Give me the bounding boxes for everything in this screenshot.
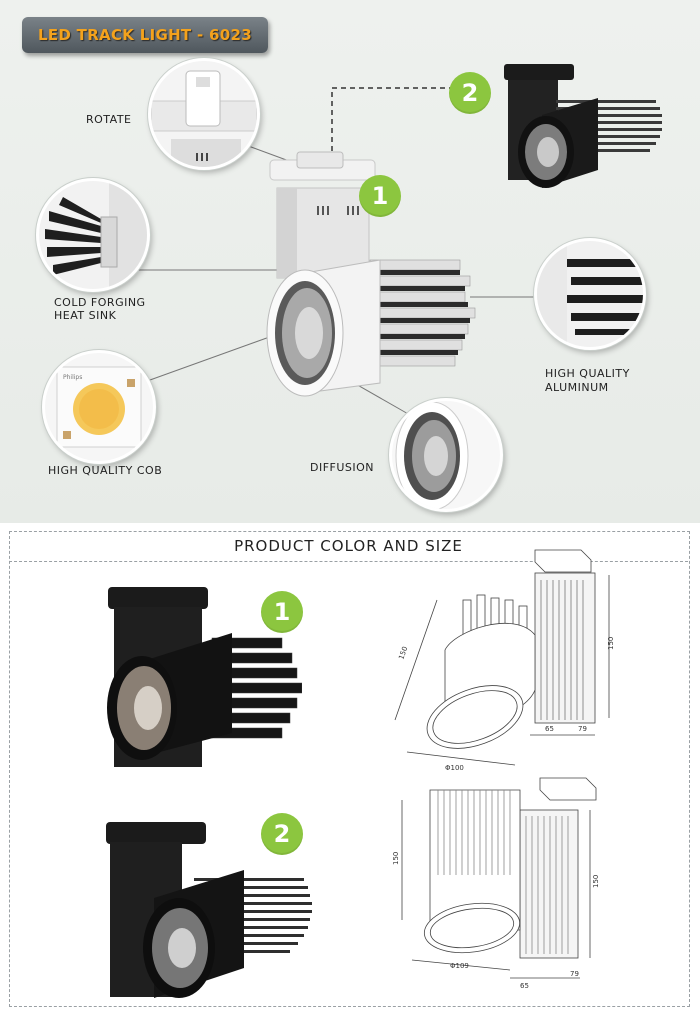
white-track-light-image [266,151,476,397]
m1-width-dim: 79 [578,725,587,733]
aluminum-label-line2: ALUMINUM [545,381,609,394]
model-1-photo [107,587,302,767]
page-title: LED TRACK LIGHT - 6023 [38,26,252,44]
section-header: PRODUCT COLOR AND SIZE [9,531,688,562]
heat-sink-label-line2: HEAT SINK [54,309,117,322]
rotate-label: ROTATE [86,113,132,126]
model-1-dimension-drawing: 150 Φ100 150 65 79 [394,549,615,772]
m2-length-dim: 150 [392,852,400,865]
section-title: PRODUCT COLOR AND SIZE [234,537,463,555]
badge-model-2: 2 [449,72,491,114]
diffusion-detail-image [389,398,503,512]
aluminum-label-line1: HIGH QUALITY [545,367,630,380]
m2-height-dim: 150 [592,875,600,888]
m1-depth-dim: 65 [545,725,554,733]
cob-detail-image: Philips [42,350,156,464]
badge-model-1: 1 [359,175,401,217]
black-track-light-image [504,64,662,188]
model-2-photo [106,822,312,998]
product-size-panel [9,531,690,1007]
heat-sink-label-line1: COLD FORGING [54,296,146,309]
model-2-dimension-drawing: 150 Φ109 150 65 79 [392,777,600,990]
cob-brand-text: Philips [63,374,82,381]
m2-width-dim: 79 [570,970,579,978]
m1-length-dim: 150 [397,645,409,660]
m2-diameter-dim: Φ109 [450,962,469,970]
cob-label: HIGH QUALITY COB [48,464,163,477]
diffusion-label: DIFFUSION [310,461,375,474]
badge-size-model-1: 1 [261,591,303,633]
aluminum-detail-image [534,238,646,350]
m1-height-dim: 150 [607,637,615,650]
m1-diameter-dim: Φ100 [445,764,464,772]
badge-size-model-2: 2 [261,813,303,855]
heat-sink-detail-image [36,178,150,292]
rotate-detail-image [148,58,260,170]
title-badge: LED TRACK LIGHT - 6023 [22,17,268,53]
m2-depth-dim: 65 [520,982,529,990]
